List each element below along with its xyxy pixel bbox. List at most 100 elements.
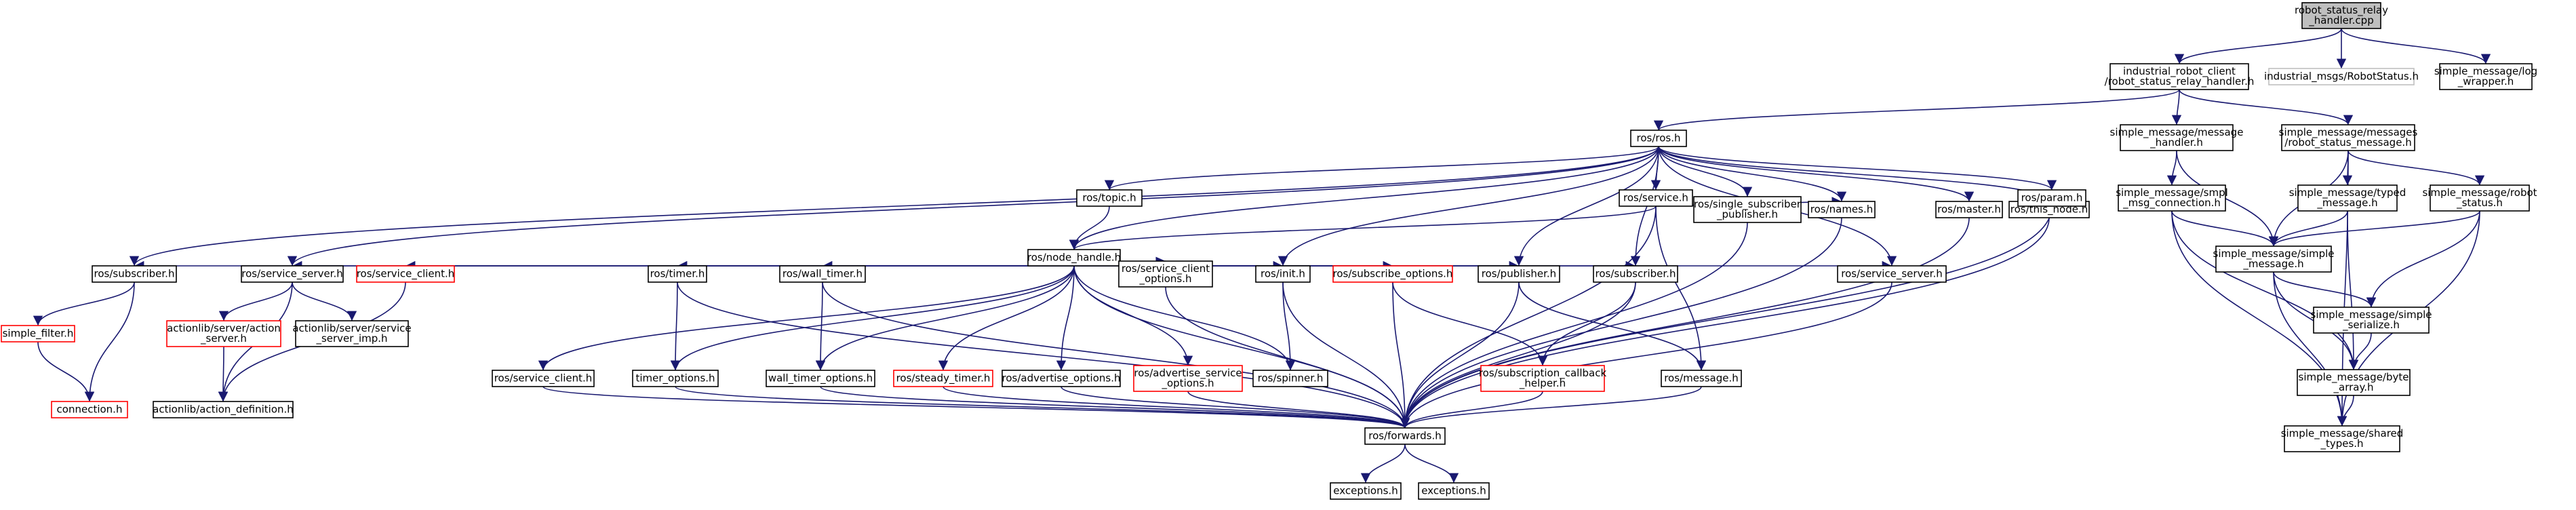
node-smser[interactable]: simple_message/simple_serialize.h [2311, 307, 2432, 334]
node-subscriberR[interactable]: ros/subscriber.h [1593, 265, 1678, 283]
node-advsrvopt[interactable]: ros/advertise_service_options.h [1133, 365, 1243, 392]
node-smmh[interactable]: simple_message/message_handler.h [2110, 124, 2244, 151]
node-alserverimp-label-line-0: actionlib/server/service [292, 322, 411, 334]
edge-service-to-forwards [1400, 205, 1657, 429]
node-smtm[interactable]: simple_message/typed_message.h [2289, 184, 2406, 212]
node-advopt-box [1002, 370, 1121, 387]
edge-timer-to-forwards [677, 281, 1410, 429]
edge-rosh-to-init [1277, 146, 1659, 267]
node-smmh-box [2120, 124, 2234, 151]
node-timer-label-line-0: ros/timer.h [650, 268, 705, 280]
edge-topic-to-nodeh [1069, 205, 1110, 250]
edge-smbyte-to-smshared [2337, 395, 2354, 427]
edge-message-to-forwards [1400, 386, 1702, 429]
node-alserverimp[interactable]: actionlib/server/service_server_imp.h [292, 320, 412, 347]
node-message-label-line-0: ros/message.h [1664, 372, 1739, 385]
node-subopt-box [1332, 265, 1453, 283]
node-rosh[interactable]: ros/ros.h [1630, 130, 1687, 147]
node-exc1[interactable]: exceptions.h [1330, 482, 1402, 500]
node-advopt[interactable]: ros/advertise_options.h [1002, 370, 1121, 387]
node-aldef[interactable]: actionlib/action_definition.h [153, 401, 294, 418]
node-message[interactable]: ros/message.h [1661, 370, 1742, 387]
edge-nodeh-to-steadytimer [938, 265, 1075, 371]
node-steadytimer[interactable]: ros/steady_timer.h [893, 370, 993, 387]
edge-rosh-to-topic [1105, 146, 1659, 191]
node-srvserverR-box [1837, 265, 1947, 283]
edge-smmh-to-smsmc [2166, 150, 2177, 186]
node-publisher[interactable]: ros/publisher.h [1478, 265, 1560, 283]
node-subscriberL-box [92, 265, 177, 283]
node-smrs-box [2430, 184, 2530, 212]
edge-nodeh-to-advopt [1056, 265, 1075, 371]
node-advsrvopt-box [1133, 365, 1243, 392]
node-timeropt[interactable]: timer_options.h [632, 370, 719, 387]
node-aldef-label-line-0: actionlib/action_definition.h [153, 404, 294, 416]
node-smsimple[interactable]: simple_message/simple_message.h [2213, 246, 2335, 273]
edge-publisher-to-message [1518, 281, 1707, 371]
node-service[interactable]: ros/service.h [1619, 189, 1693, 207]
node-walltimer[interactable]: ros/wall_timer.h [779, 265, 866, 283]
node-walltimeropt[interactable]: wall_timer_options.h [766, 370, 875, 387]
node-smlog-box [2439, 63, 2533, 90]
node-single[interactable]: ros/single_subscriber_publisher.h [1693, 196, 1802, 223]
node-subopt[interactable]: ros/subscribe_options.h [1332, 265, 1453, 283]
node-imsgs[interactable]: industrial_msgs/RobotStatus.h [2264, 68, 2419, 85]
edge-param-to-forwards [1400, 205, 2053, 429]
node-alserver[interactable]: actionlib/server/action_server.h [166, 320, 281, 347]
node-smsmc[interactable]: simple_message/smpl_msg_connection.h [2116, 184, 2228, 212]
node-service-box [1619, 189, 1693, 207]
node-smbyte[interactable]: simple_message/byte_array.h [2297, 369, 2411, 396]
node-topic[interactable]: ros/topic.h [1076, 189, 1143, 207]
node-init[interactable]: ros/init.h [1255, 265, 1311, 283]
node-srvclientopt[interactable]: ros/service_client_options.h [1118, 260, 1213, 288]
edge-timer-to-timeropt [670, 281, 681, 371]
node-subscriberL[interactable]: ros/subscriber.h [92, 265, 177, 283]
node-root-box [2301, 2, 2381, 29]
node-smsimple-label-line-0: simple_message/simple [2213, 248, 2335, 260]
edge-rosh-to-nodeh [1069, 146, 1659, 250]
node-walltimer-label-line-0: ros/wall_timer.h [782, 268, 863, 281]
node-spinner-box [1252, 370, 1328, 387]
edge-forwards-to-exc1 [1360, 444, 1406, 484]
node-init-box [1255, 265, 1311, 283]
node-smrs[interactable]: simple_message/robot_status.h [2422, 184, 2537, 212]
node-root-label-line-1: _handler.cpp [2308, 14, 2373, 27]
node-srvclient[interactable]: ros/service_client.h [356, 265, 455, 283]
node-irc[interactable]: industrial_robot_client/robot_status_rel… [2105, 63, 2255, 90]
node-master[interactable]: ros/master.h [1935, 201, 2003, 218]
node-smtm-box [2297, 184, 2398, 212]
node-exc2[interactable]: exceptions.h [1418, 482, 1490, 500]
node-alserver-box [166, 320, 281, 347]
node-advsrvopt-label-line-1: _options.h [1161, 377, 1214, 390]
node-forwards[interactable]: ros/forwards.h [1364, 427, 1446, 445]
node-nodeh[interactable]: ros/node_handle.h [1027, 249, 1121, 267]
node-srvserverR[interactable]: ros/service_server.h [1837, 265, 1947, 283]
node-walltimer-box [779, 265, 866, 283]
edge-rossrvclienth-to-forwards [542, 386, 1410, 429]
edge-irc-to-smrsm [2179, 89, 2354, 125]
node-rossrvclienth[interactable]: ros/service_client.h [492, 370, 595, 387]
node-smshared[interactable]: simple_message/shared_types.h [2281, 425, 2404, 452]
node-smrsm[interactable]: simple_message/messages/robot_status_mes… [2279, 124, 2418, 151]
node-srvserverL-box [241, 265, 344, 283]
node-spinner[interactable]: ros/spinner.h [1252, 370, 1328, 387]
node-smrs-label-line-0: simple_message/robot [2422, 187, 2537, 199]
node-init-label-line-0: ros/init.h [1261, 268, 1305, 280]
node-srvserverL[interactable]: ros/service_server.h [241, 265, 344, 283]
edge-root-to-smlog [2341, 28, 2491, 64]
node-exc2-label-line-0: exceptions.h [1421, 485, 1486, 497]
node-names[interactable]: ros/names.h [1808, 201, 1876, 218]
node-connection[interactable]: connection.h [51, 401, 128, 418]
node-srvserverR-label-line-0: ros/service_server.h [1841, 268, 1943, 281]
edge-walltimeropt-to-forwards [820, 386, 1410, 429]
edge-smtm-to-smsimple [2268, 210, 2348, 247]
edge-forwards-to-exc2 [1404, 444, 1459, 484]
edge-nodeh-to-walltimeropt [815, 265, 1075, 371]
node-simplefilter[interactable]: simple_filter.h [1, 325, 75, 342]
node-subcb[interactable]: ros/subscription_callback_helper.h [1479, 365, 1607, 392]
node-timer[interactable]: ros/timer.h [648, 265, 707, 283]
node-param[interactable]: ros/param.h [2017, 189, 2086, 207]
node-smlog[interactable]: simple_message/log_wrapper.h [2434, 63, 2537, 90]
node-smshared-label-line-0: simple_message/shared [2281, 427, 2404, 440]
node-root-label-line-0: robot_status_relay [2295, 4, 2388, 17]
